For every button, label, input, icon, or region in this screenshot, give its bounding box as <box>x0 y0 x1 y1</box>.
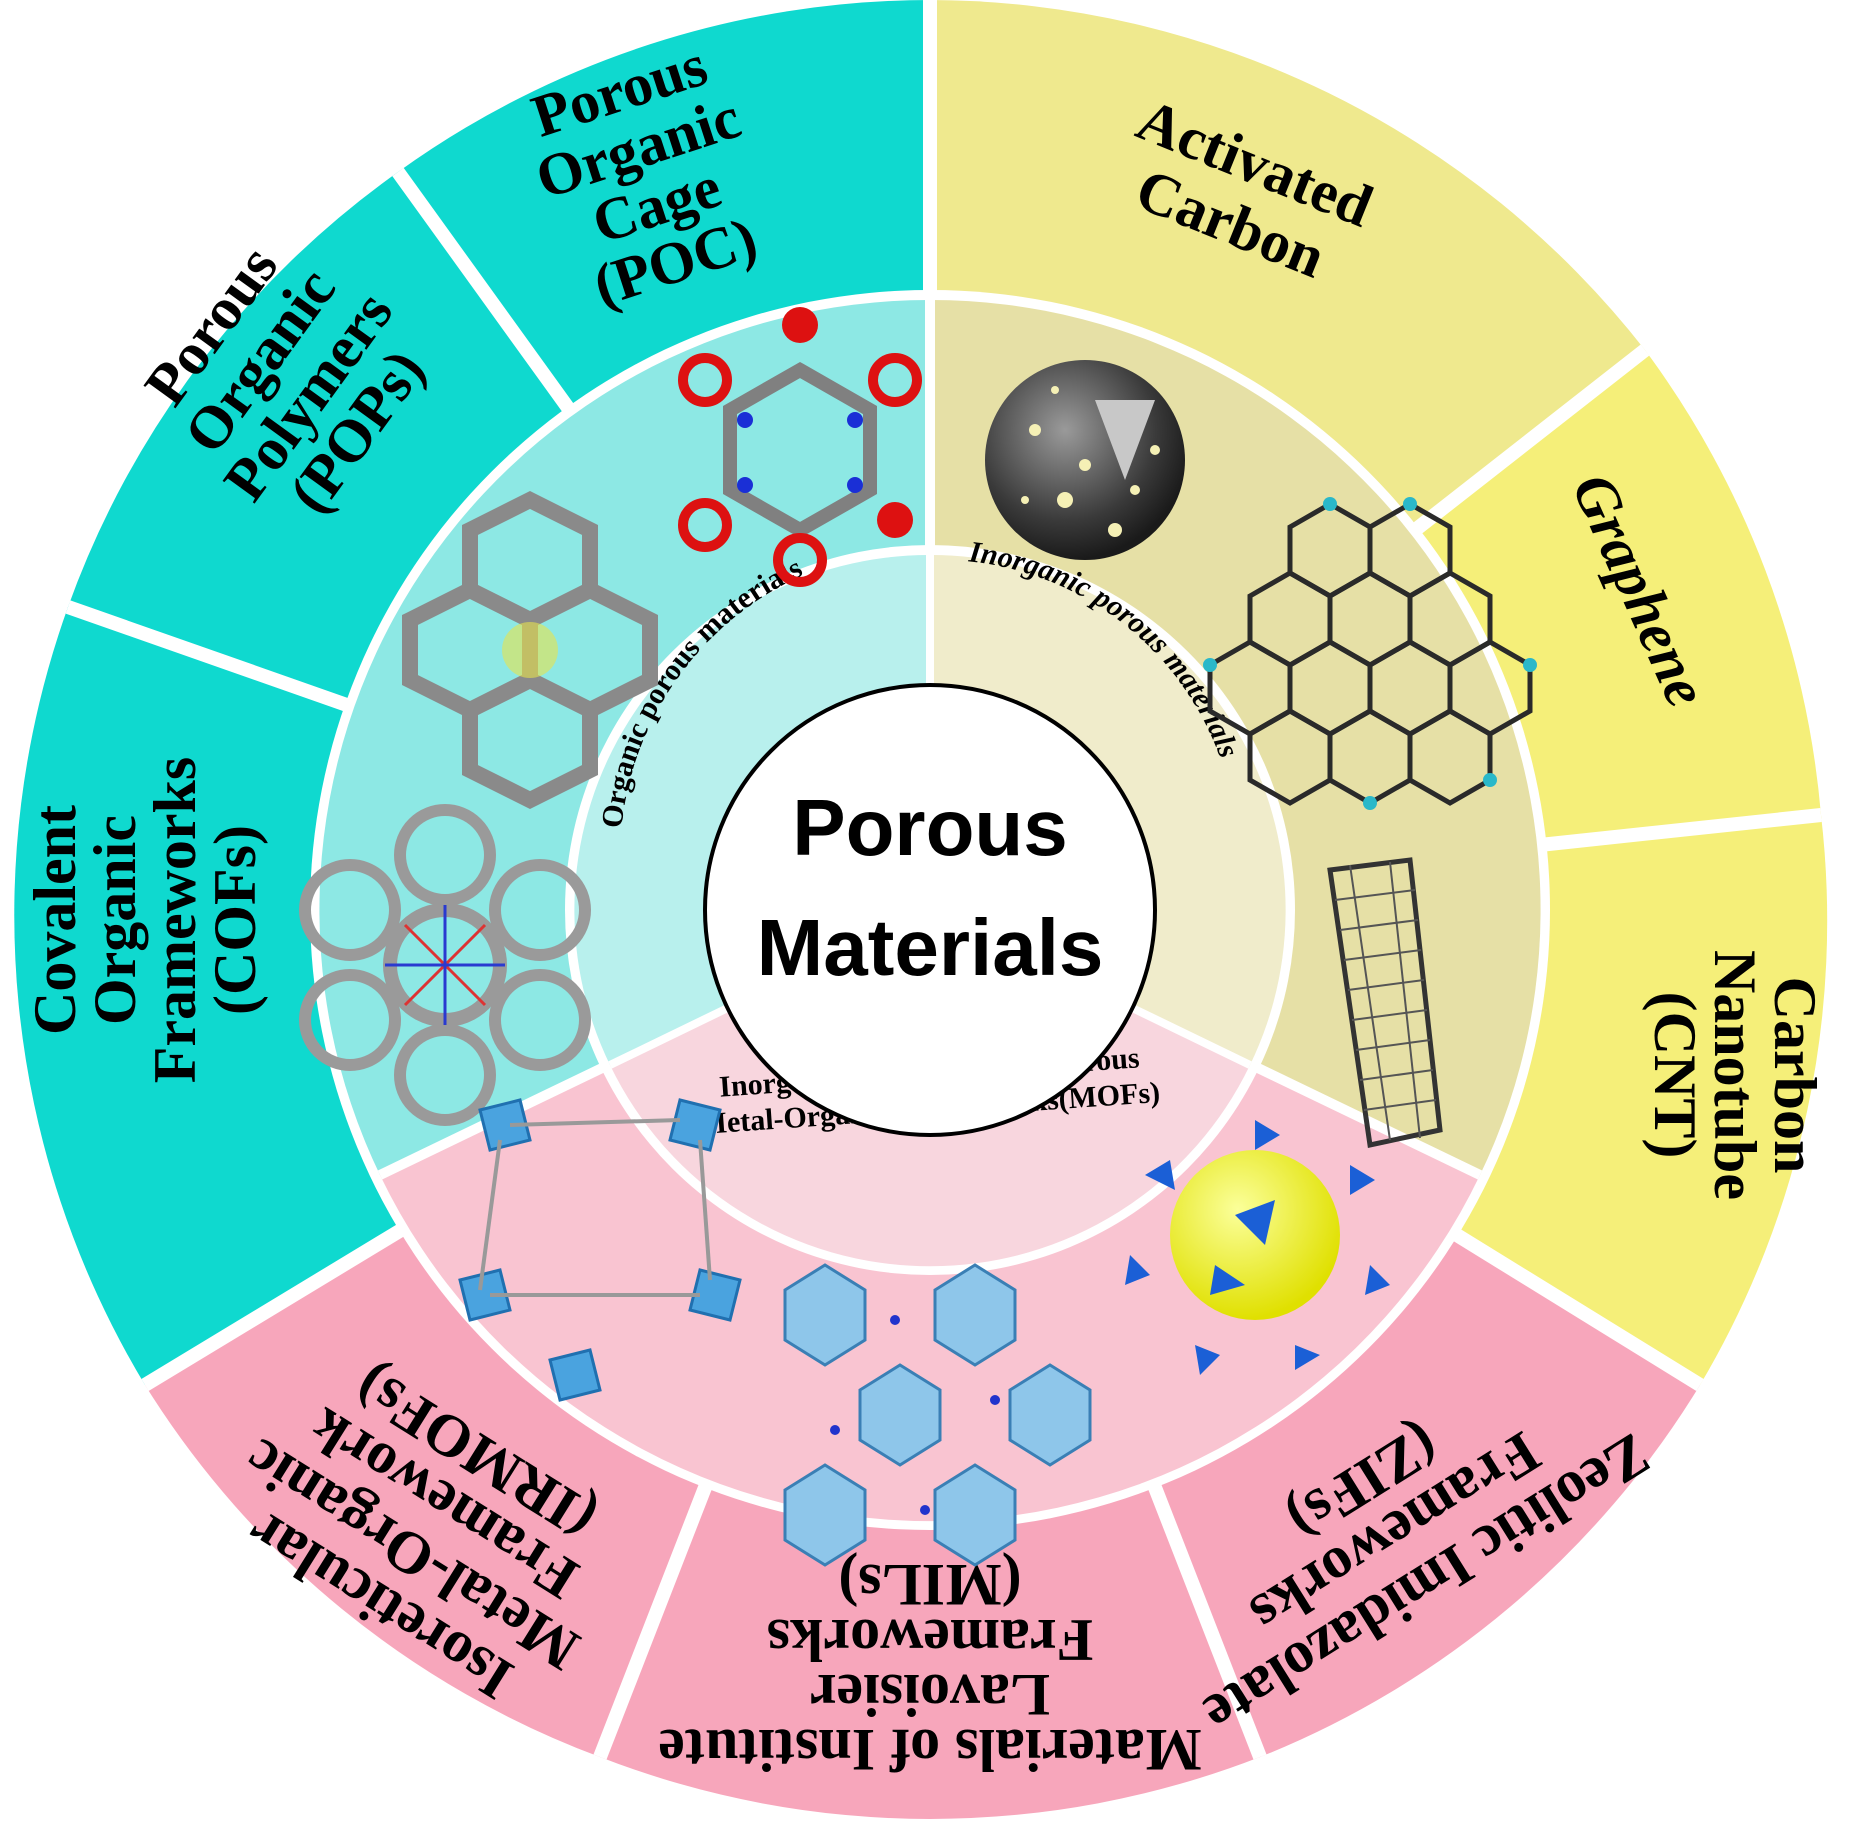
mils-line3: Frameworks <box>767 1607 1094 1673</box>
cnt-line3: (CNT) <box>1642 992 1708 1159</box>
zif-cage-icon <box>1125 1120 1390 1375</box>
cofs-line4: (COFs) <box>202 825 268 1015</box>
center-circle: Porous Materials <box>703 683 1157 1137</box>
cofs-line1: Covalent <box>22 805 88 1035</box>
mils-line1: Materials of Institute <box>658 1717 1201 1783</box>
cnt-line1: Carbon <box>1762 977 1828 1174</box>
graphene-sheet-icon <box>1203 497 1537 810</box>
cof-framework-icon <box>299 804 591 1126</box>
porous-polymer-icon <box>402 491 658 809</box>
nanotube-icon <box>1327 857 1443 1149</box>
mils-line2: Lavoisier <box>810 1662 1050 1728</box>
cofs-line2: Organic <box>82 815 148 1025</box>
label-mils: Materials of Institute Lavoisier Framewo… <box>658 1552 1201 1783</box>
label-poc: Porous Organic Cage (POC) <box>524 32 764 319</box>
center-title-line1: Porous <box>792 783 1068 872</box>
cnt-line2: Nanotube <box>1702 950 1768 1200</box>
mil-framework-icon <box>783 1263 1092 1567</box>
carbon-sphere-icon <box>985 360 1185 560</box>
center-title-line2: Materials <box>757 903 1104 992</box>
label-cnt: Carbon Nanotube (CNT) <box>1642 950 1828 1200</box>
label-cofs: Covalent Organic Frameworks (COFs) <box>22 757 268 1084</box>
irmof-framework-icon <box>458 1098 742 1402</box>
mils-line4: (MILs) <box>838 1552 1021 1618</box>
cofs-line3: Frameworks <box>142 757 208 1084</box>
cage-molecule-icon <box>678 307 922 587</box>
